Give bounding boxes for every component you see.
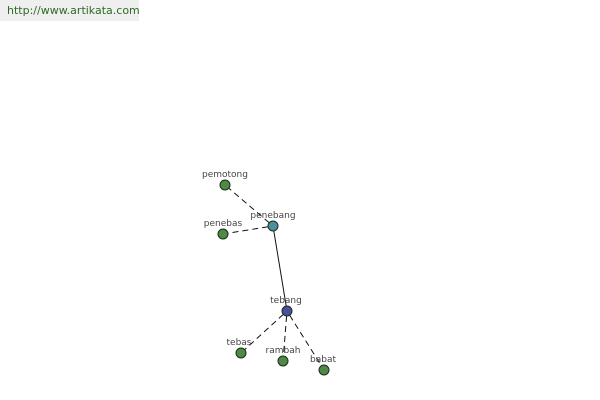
edge-tebang-tebas (244, 314, 284, 350)
node-label-penebas: penebas (204, 219, 243, 229)
edge-penebang-tebang (273, 230, 287, 307)
node-label-babat: babat (310, 355, 336, 365)
node-label-penebang: penebang (250, 211, 295, 221)
node-tebas[interactable]: tebas (227, 338, 252, 359)
edge-tebang-rambah (282, 315, 288, 357)
node-label-pemotong: pemotong (202, 170, 248, 180)
edge-penebang-pemotong (228, 187, 270, 224)
node-tebang[interactable]: tebang (270, 296, 302, 317)
node-label-tebang: tebang (270, 296, 302, 306)
edge-penebang-penebas (227, 226, 269, 234)
node-pemotong[interactable]: pemotong (202, 170, 248, 191)
node-dot-tebang[interactable] (281, 305, 293, 317)
node-dot-babat[interactable] (318, 364, 330, 376)
node-dot-rambah[interactable] (277, 355, 289, 367)
node-dot-pemotong[interactable] (219, 179, 231, 191)
node-penebas[interactable]: penebas (204, 219, 243, 240)
node-dot-penebas[interactable] (217, 228, 229, 240)
node-dot-tebas[interactable] (235, 347, 247, 359)
node-penebang[interactable]: penebang (250, 211, 296, 232)
edges-layer (227, 187, 322, 367)
node-label-rambah: rambah (266, 346, 301, 356)
site-url-link[interactable]: http://www.artikata.com (0, 0, 140, 21)
node-rambah[interactable]: rambah (266, 346, 301, 367)
node-dot-penebang[interactable] (267, 220, 279, 232)
nodes-layer: pemotong penebas penebang tebang tebas rambah… (202, 170, 336, 376)
node-label-tebas: tebas (227, 338, 252, 348)
node-babat[interactable]: babat (310, 355, 336, 376)
